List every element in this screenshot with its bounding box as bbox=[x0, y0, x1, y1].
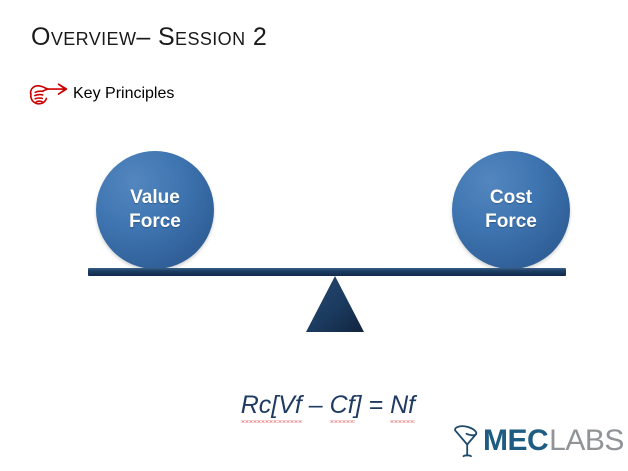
value-force-circle: Value Force bbox=[96, 151, 214, 269]
cost-force-label-line2: Force bbox=[485, 211, 537, 232]
logo-text-labs: LABS bbox=[549, 424, 624, 457]
formula-part-1: Rc[ bbox=[240, 391, 279, 423]
pointing-hand-icon bbox=[25, 79, 69, 109]
key-principles-row: Key Principles bbox=[25, 79, 174, 109]
meclabs-logo: MEC LABS bbox=[452, 424, 624, 458]
value-force-label-line1: Value bbox=[130, 186, 180, 208]
formula-part-6: Nf bbox=[390, 391, 416, 423]
formula-part-2: Vf bbox=[278, 391, 302, 423]
formula-part-4: Cf bbox=[329, 391, 355, 423]
cost-force-label-line1: Cost bbox=[489, 186, 533, 208]
key-principles-label: Key Principles bbox=[73, 85, 175, 102]
balance-beam bbox=[88, 268, 566, 276]
formula-part-5: ] = bbox=[354, 391, 391, 419]
formula-text: Rc[Vf – Cf] = Nf bbox=[0, 362, 628, 449]
page-title: Overview– Session 2 bbox=[31, 23, 268, 51]
formula-part-3: – bbox=[301, 391, 330, 419]
cost-force-circle: Cost Force bbox=[452, 151, 570, 269]
logo-text-mec: MEC bbox=[483, 424, 549, 457]
funnel-icon bbox=[452, 424, 482, 458]
value-force-label-line2: Force bbox=[129, 211, 181, 232]
